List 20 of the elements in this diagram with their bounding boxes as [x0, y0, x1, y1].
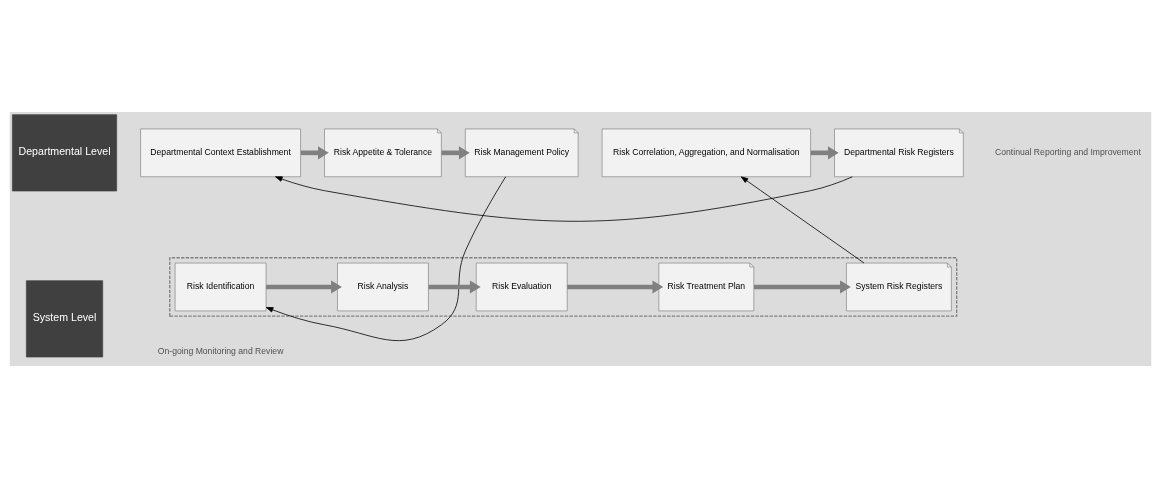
arrow — [428, 279, 481, 294]
arrow — [265, 175, 507, 341]
arrow — [300, 145, 329, 159]
arrow — [567, 279, 664, 294]
node-box: Departmental Level — [12, 113, 117, 191]
label: On-going Monitoring and Review — [157, 345, 284, 356]
node-box: System Level — [26, 279, 104, 357]
cluster — [169, 256, 958, 317]
arrow — [441, 145, 470, 159]
node-box: Risk Evaluation — [475, 262, 568, 311]
label: Continual Reporting and Improvement — [995, 146, 1141, 157]
node-box: Risk Identification — [174, 262, 267, 311]
node-box: Risk Analysis — [337, 262, 429, 311]
arrow — [810, 145, 839, 159]
node-box: Risk Correlation, Aggregation, and Normalisation — [601, 128, 811, 177]
arrow — [266, 279, 342, 294]
node-box: Departmental Context Establishment — [140, 128, 301, 177]
arrow — [275, 175, 853, 222]
arrow — [740, 175, 865, 263]
arrow — [754, 279, 851, 294]
